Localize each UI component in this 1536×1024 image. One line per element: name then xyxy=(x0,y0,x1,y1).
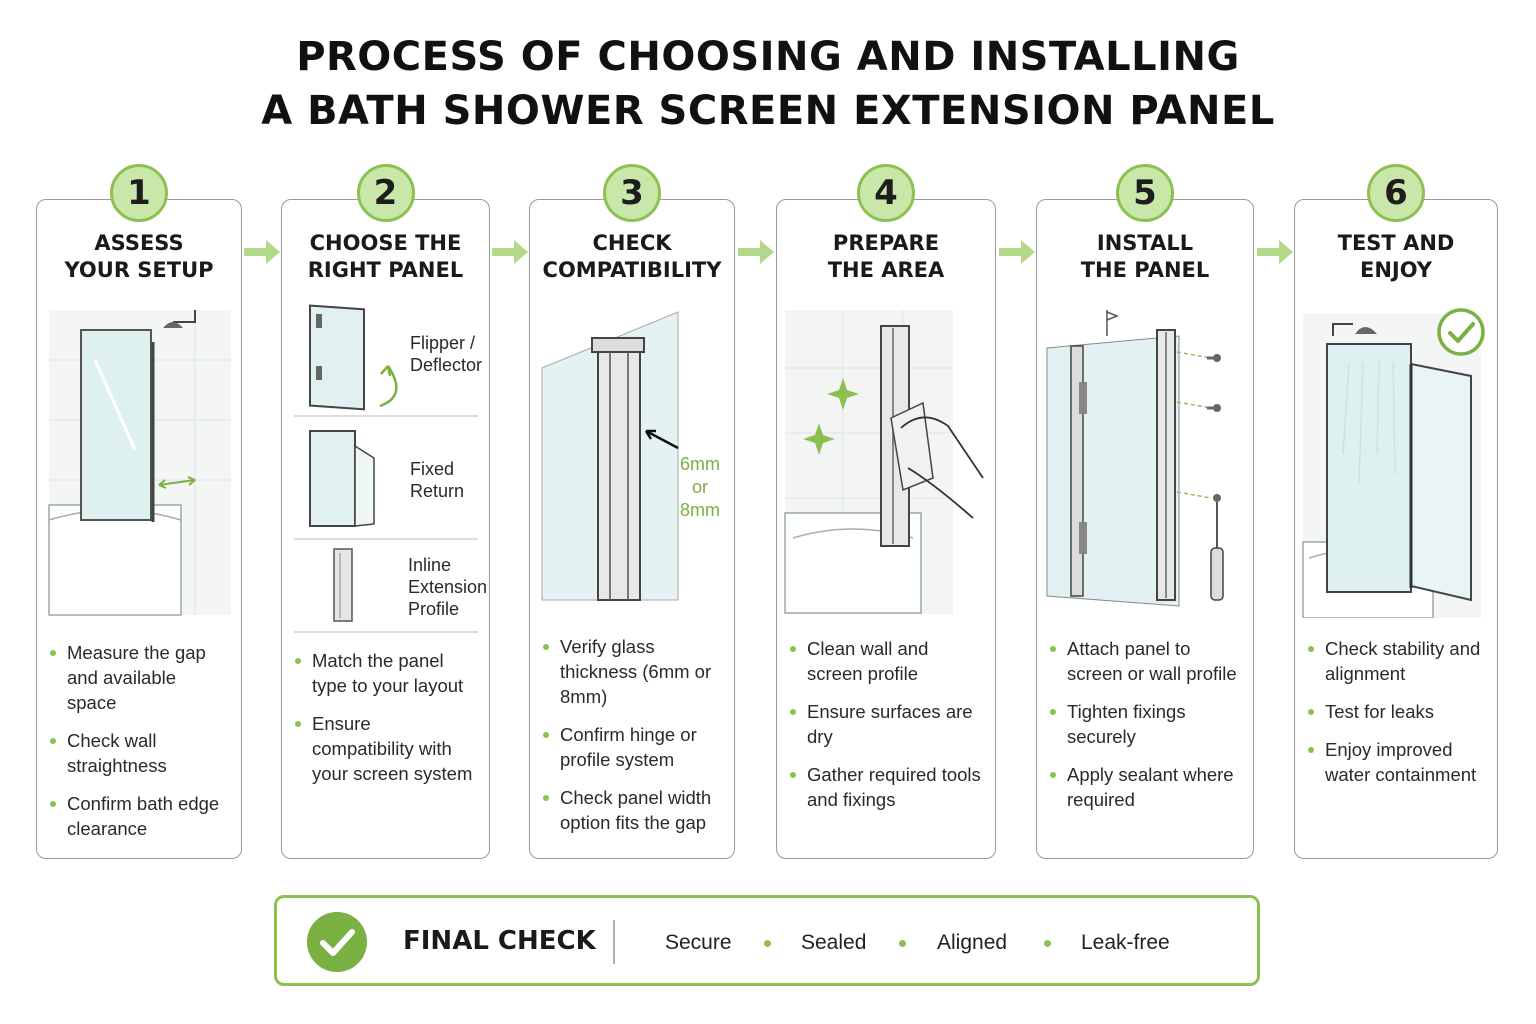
step-bullets: Clean wall and screen profile Ensure sur… xyxy=(790,636,983,825)
separator-dot xyxy=(1044,940,1051,947)
final-check-bar: FINAL CHECK Secure Sealed Aligned Leak-f… xyxy=(274,895,1260,986)
step-title: CHECK COMPATIBILITY xyxy=(542,231,722,282)
final-item-leak-free: Leak-free xyxy=(1081,931,1170,954)
separator-dot xyxy=(764,940,771,947)
list-item: Test for leaks xyxy=(1308,699,1485,724)
finished-screen-illustration xyxy=(1302,314,1481,618)
step-card-5: 5 INSTALL THE PANEL Attach panel to scre… xyxy=(1036,164,1254,859)
step-title: CHOOSE THE RIGHT PANEL xyxy=(307,231,464,282)
step-title: ASSESS YOUR SETUP xyxy=(64,231,214,282)
final-check-title: FINAL CHECK xyxy=(403,926,596,956)
step-bullets: Verify glass thickness (6mm or 8mm) Conf… xyxy=(543,634,722,848)
arrow-right-icon xyxy=(999,240,1035,264)
list-item: Check panel width option fits the gap xyxy=(543,785,722,835)
step-bullets: Attach panel to screen or wall profile T… xyxy=(1050,636,1241,825)
arrow-right-icon xyxy=(244,240,280,264)
step-card-1: 1 ASSESS YOUR SETUP Measure the gap and … xyxy=(36,164,242,859)
page-title: PROCESS OF CHOOSING AND INSTALLING A BAT… xyxy=(0,30,1536,138)
step-card-3: 3 CHECK COMPATIBILITY 6mm or 8mm Verify … xyxy=(529,164,735,859)
arrow-right-icon xyxy=(492,240,528,264)
step-title: PREPARE THE AREA xyxy=(827,231,945,282)
step-number-badge: 1 xyxy=(110,164,168,222)
list-item: Enjoy improved water containment xyxy=(1308,737,1485,787)
step-number-badge: 2 xyxy=(356,164,415,222)
list-item: Check stability and alignment xyxy=(1308,636,1485,686)
list-item: Attach panel to screen or wall profile xyxy=(1050,636,1241,686)
glass-profile-illustration xyxy=(541,311,679,601)
list-item: Measure the gap and available space xyxy=(50,640,229,715)
option-flipper-deflector-label: Flipper / Deflector xyxy=(410,333,483,375)
list-item: Tighten fixings securely xyxy=(1050,699,1241,749)
final-item-sealed: Sealed xyxy=(801,931,867,954)
list-item: Check wall straightness xyxy=(50,728,229,778)
check-circle-icon xyxy=(1437,308,1485,356)
title-line-2: A BATH SHOWER SCREEN EXTENSION PANEL xyxy=(261,88,1275,134)
list-item: Ensure compatibility with your screen sy… xyxy=(295,711,477,786)
list-item: Match the panel type to your layout xyxy=(295,648,477,698)
list-item: Verify glass thickness (6mm or 8mm) xyxy=(543,634,722,709)
step-bullets: Measure the gap and available space Chec… xyxy=(50,640,229,854)
step-number-badge: 6 xyxy=(1367,164,1425,222)
separator-dot xyxy=(899,940,906,947)
list-item: Ensure surfaces are dry xyxy=(790,699,983,749)
step-number-badge: 5 xyxy=(1116,164,1174,222)
option-inline-extension-profile-label: Inline Extension Profile xyxy=(408,555,488,619)
list-item: Confirm hinge or profile system xyxy=(543,722,722,772)
step-bullets: Check stability and alignment Test for l… xyxy=(1308,636,1485,800)
step-bullets: Match the panel type to your layout Ensu… xyxy=(295,648,477,799)
list-item: Gather required tools and fixings xyxy=(790,762,983,812)
step-card-2: 2 CHOOSE THE RIGHT PANEL Flipper / Defle… xyxy=(281,164,490,859)
option-fixed-return-label: Fixed Return xyxy=(410,459,465,501)
step-title: INSTALL THE PANEL xyxy=(1080,231,1210,282)
list-item: Confirm bath edge clearance xyxy=(50,791,229,841)
arrow-right-icon xyxy=(1257,240,1293,264)
step-number-badge: 4 xyxy=(857,164,915,222)
panel-types-illustration xyxy=(294,304,478,633)
list-item: Clean wall and screen profile xyxy=(790,636,983,686)
check-circle-icon xyxy=(307,912,367,972)
final-item-aligned: Aligned xyxy=(937,931,1008,954)
installation-illustration xyxy=(1046,310,1224,607)
step-card-4: 4 PREPARE THE AREA Clean wall and screen… xyxy=(776,164,996,859)
arrow-right-icon xyxy=(738,240,774,264)
thickness-callout: 6mm or 8mm xyxy=(680,454,720,520)
divider xyxy=(613,920,615,964)
cleaning-illustration xyxy=(784,310,984,614)
step-number-badge: 3 xyxy=(603,164,661,222)
step-card-6: 6 TEST AND ENJOY Check stability and ali… xyxy=(1294,164,1498,859)
title-line-1: PROCESS OF CHOOSING AND INSTALLING xyxy=(296,34,1240,80)
list-item: Apply sealant where required xyxy=(1050,762,1241,812)
bath-screen-gap-illustration xyxy=(48,310,231,616)
step-title: TEST AND ENJOY xyxy=(1337,231,1455,282)
final-item-secure: Secure xyxy=(665,931,732,954)
